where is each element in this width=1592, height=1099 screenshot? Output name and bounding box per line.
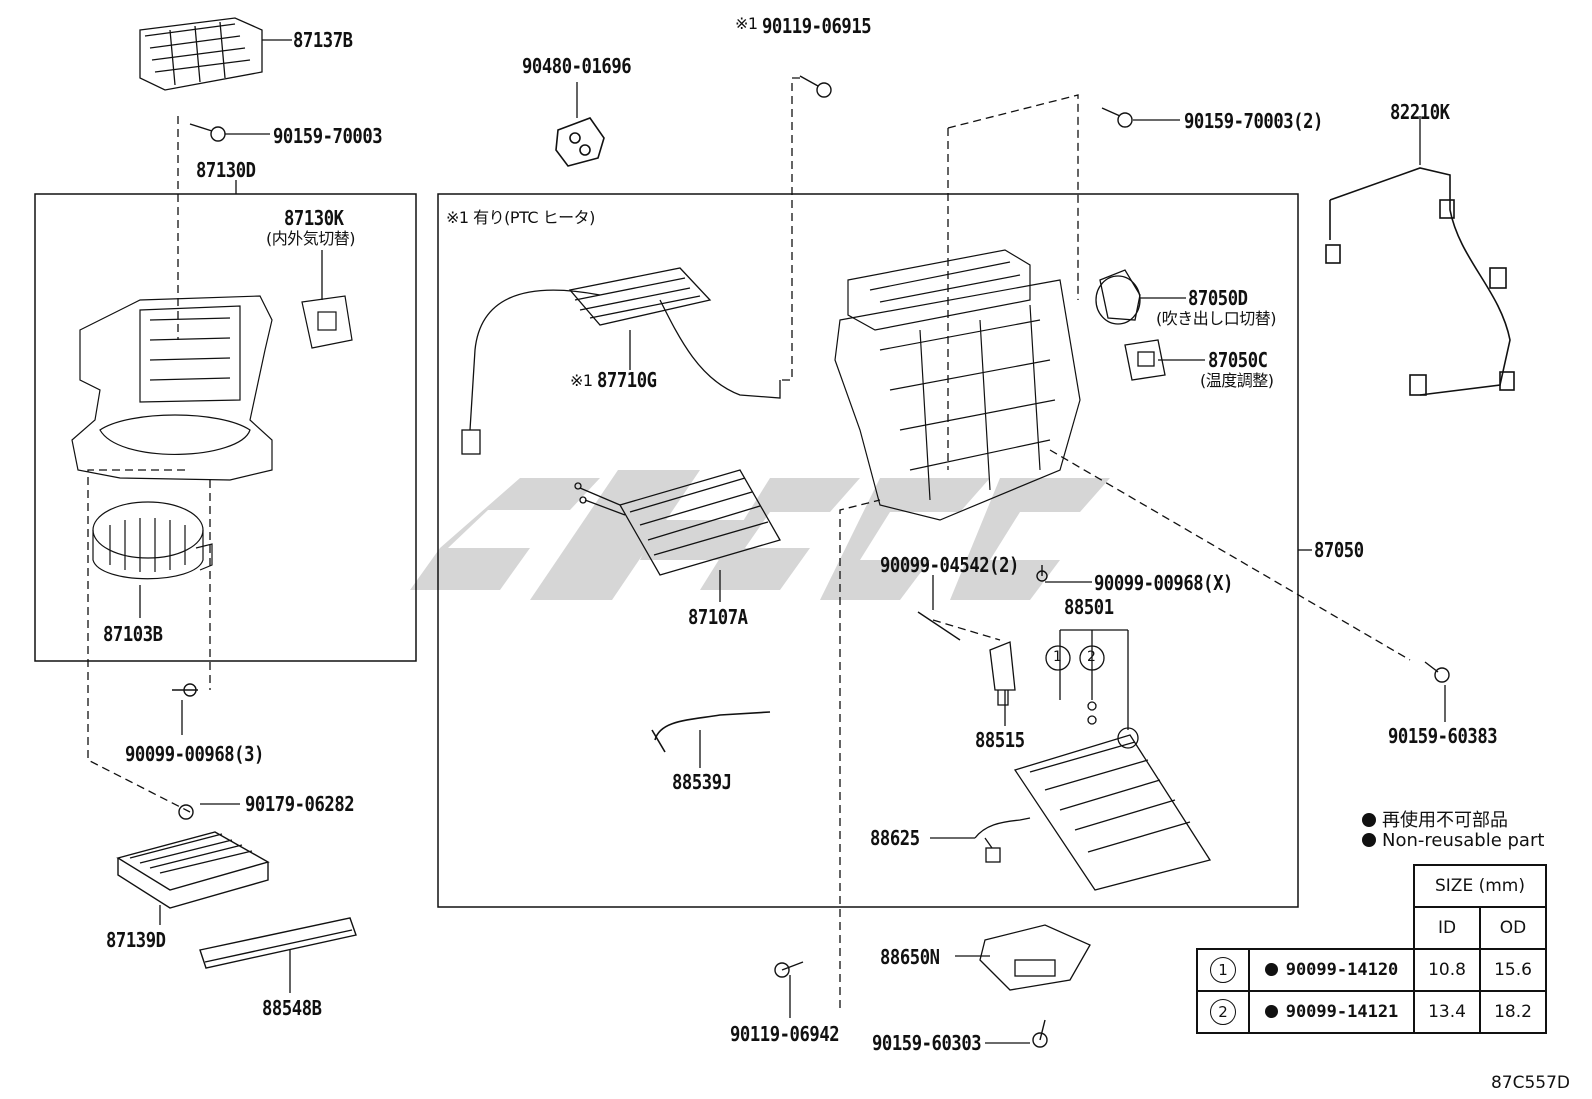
filter-88548B-drawing xyxy=(199,917,357,969)
row-mark-cell: 1 xyxy=(1196,948,1250,992)
grommet-90480-01696-drawing xyxy=(555,117,605,167)
part-label-87050: 87050 xyxy=(1314,538,1364,562)
row-part-number: 90099-14121 xyxy=(1285,1002,1399,1022)
sensor-88625-drawing xyxy=(974,817,1031,863)
filled-dot-icon xyxy=(1362,833,1376,847)
part-label-90099-04542-2: 90099-04542(2) xyxy=(880,553,1019,577)
part-label-87139D: 87139D xyxy=(106,928,166,952)
heater-core-87107A-drawing xyxy=(574,469,781,576)
row-id-value: 10.8 xyxy=(1413,948,1481,992)
filled-dot-icon xyxy=(1362,813,1376,827)
col-od-header: OD xyxy=(1479,906,1547,950)
size-header: SIZE (mm) xyxy=(1413,864,1547,908)
row-part-cell: 90099-14121 xyxy=(1248,990,1415,1034)
circle-mark-1: 1 xyxy=(1053,649,1062,665)
part-label-90099-00968-X: 90099-00968(X) xyxy=(1094,571,1233,595)
filter-cover-87137B-drawing xyxy=(139,17,263,91)
filled-dot-icon xyxy=(1264,1005,1278,1018)
part-label-87137B: 87137B xyxy=(293,28,353,52)
part-label-90159-60303: 90159-60303 xyxy=(872,1031,982,1055)
row-od-value: 15.6 xyxy=(1479,948,1547,992)
table-row: 1 90099-14120 10.8 15.6 xyxy=(1196,948,1547,992)
part-label-88501: 88501 xyxy=(1064,595,1114,619)
circle-mark-2: 2 xyxy=(1087,649,1096,665)
part-label-88515: 88515 xyxy=(975,728,1025,752)
watermark-logo xyxy=(410,470,1110,600)
evaporator-drawing xyxy=(1013,727,1212,891)
actuator-87130K-drawing xyxy=(301,295,353,349)
heater-box-note: ※1 有り(PTC ヒータ) xyxy=(446,208,595,227)
row-mark-cell: 2 xyxy=(1196,990,1250,1034)
note-mark-87710G: ※1 xyxy=(570,371,593,390)
circle-number-icon: 1 xyxy=(1210,957,1236,983)
part-label-88650N: 88650N xyxy=(880,945,940,969)
part-note-87130K: (内外気切替) xyxy=(266,229,356,248)
o-ring-marks xyxy=(1045,645,1105,725)
part-label-90119-06915: 90119-06915 xyxy=(762,14,872,38)
ptc-heater-87710G-drawing xyxy=(461,267,781,455)
part-label-88539J: 88539J xyxy=(672,770,732,794)
part-label-87103B: 87103B xyxy=(103,622,163,646)
blower-motor-87103B-drawing xyxy=(92,501,213,580)
legend-non-reusable-en: Non-reusable part xyxy=(1362,830,1544,851)
screw-icon xyxy=(172,75,1450,1048)
part-label-87130D: 87130D xyxy=(196,158,256,182)
part-label-88625: 88625 xyxy=(870,826,920,850)
part-label-82210K: 82210K xyxy=(1390,100,1450,124)
part-label-87050C: 87050C xyxy=(1208,348,1268,372)
solid-leader-lines xyxy=(139,39,1446,1044)
wire-harness-82210K-drawing xyxy=(1325,167,1515,396)
part-label-87050D: 87050D xyxy=(1188,286,1248,310)
drain-hose-88539J-drawing xyxy=(651,711,771,753)
legend-text-en: Non-reusable part xyxy=(1382,830,1545,851)
row-od-value: 18.2 xyxy=(1479,990,1547,1034)
part-note-87050D: (吹き出し口切替) xyxy=(1156,309,1277,328)
part-label-90099-00968-3: 90099-00968(3) xyxy=(125,742,264,766)
part-label-90179-06282: 90179-06282 xyxy=(245,792,355,816)
part-label-90159-70003: 90159-70003 xyxy=(273,124,383,148)
row-id-value: 13.4 xyxy=(1413,990,1481,1034)
actuator-87050D-drawing xyxy=(1095,269,1141,325)
amplifier-88650N-drawing xyxy=(979,924,1091,991)
part-label-90119-06942: 90119-06942 xyxy=(730,1022,840,1046)
thermistor-88515-drawing xyxy=(989,641,1016,706)
actuator-87050C-drawing xyxy=(1124,339,1166,381)
o-ring-size-table: SIZE (mm) ID OD 1 90099-14120 10.8 15.6 … xyxy=(1196,864,1547,1034)
heater-unit-87050-drawing xyxy=(834,249,1081,521)
col-id-header: ID xyxy=(1413,906,1481,950)
part-note-87050C: (温度調整) xyxy=(1200,371,1274,390)
row-part-number: 90099-14120 xyxy=(1285,960,1399,980)
circle-number-icon: 2 xyxy=(1210,999,1236,1025)
table-header-row: SIZE (mm) xyxy=(1197,864,1547,908)
table-row: 2 90099-14121 13.4 18.2 xyxy=(1196,990,1547,1034)
blower-assembly-box xyxy=(34,193,417,662)
cabin-filter-87139D-drawing xyxy=(116,831,270,909)
part-label-87130K: 87130K xyxy=(284,206,344,230)
part-label-87710G: 87710G xyxy=(597,368,657,392)
legend-non-reusable-jp: 再使用不可部品 xyxy=(1362,806,1508,832)
note-mark-90119-06915: ※1 xyxy=(735,14,758,33)
part-label-90159-60383: 90159-60383 xyxy=(1388,724,1498,748)
table-subheader-row: ID OD xyxy=(1197,906,1547,950)
filled-dot-icon xyxy=(1264,963,1278,976)
row-part-cell: 90099-14120 xyxy=(1248,948,1415,992)
blower-case-87130D-drawing xyxy=(71,295,273,481)
legend-text-jp: 再使用不可部品 xyxy=(1382,810,1508,831)
part-label-90159-70003-2: 90159-70003(2) xyxy=(1184,109,1323,133)
diagram-reference-code: 87C557D xyxy=(1490,1073,1570,1093)
part-label-88548B: 88548B xyxy=(262,996,322,1020)
part-label-87107A: 87107A xyxy=(688,605,748,629)
dashed-leader-lines xyxy=(87,77,1411,1008)
part-label-90480-01696: 90480-01696 xyxy=(522,54,632,78)
